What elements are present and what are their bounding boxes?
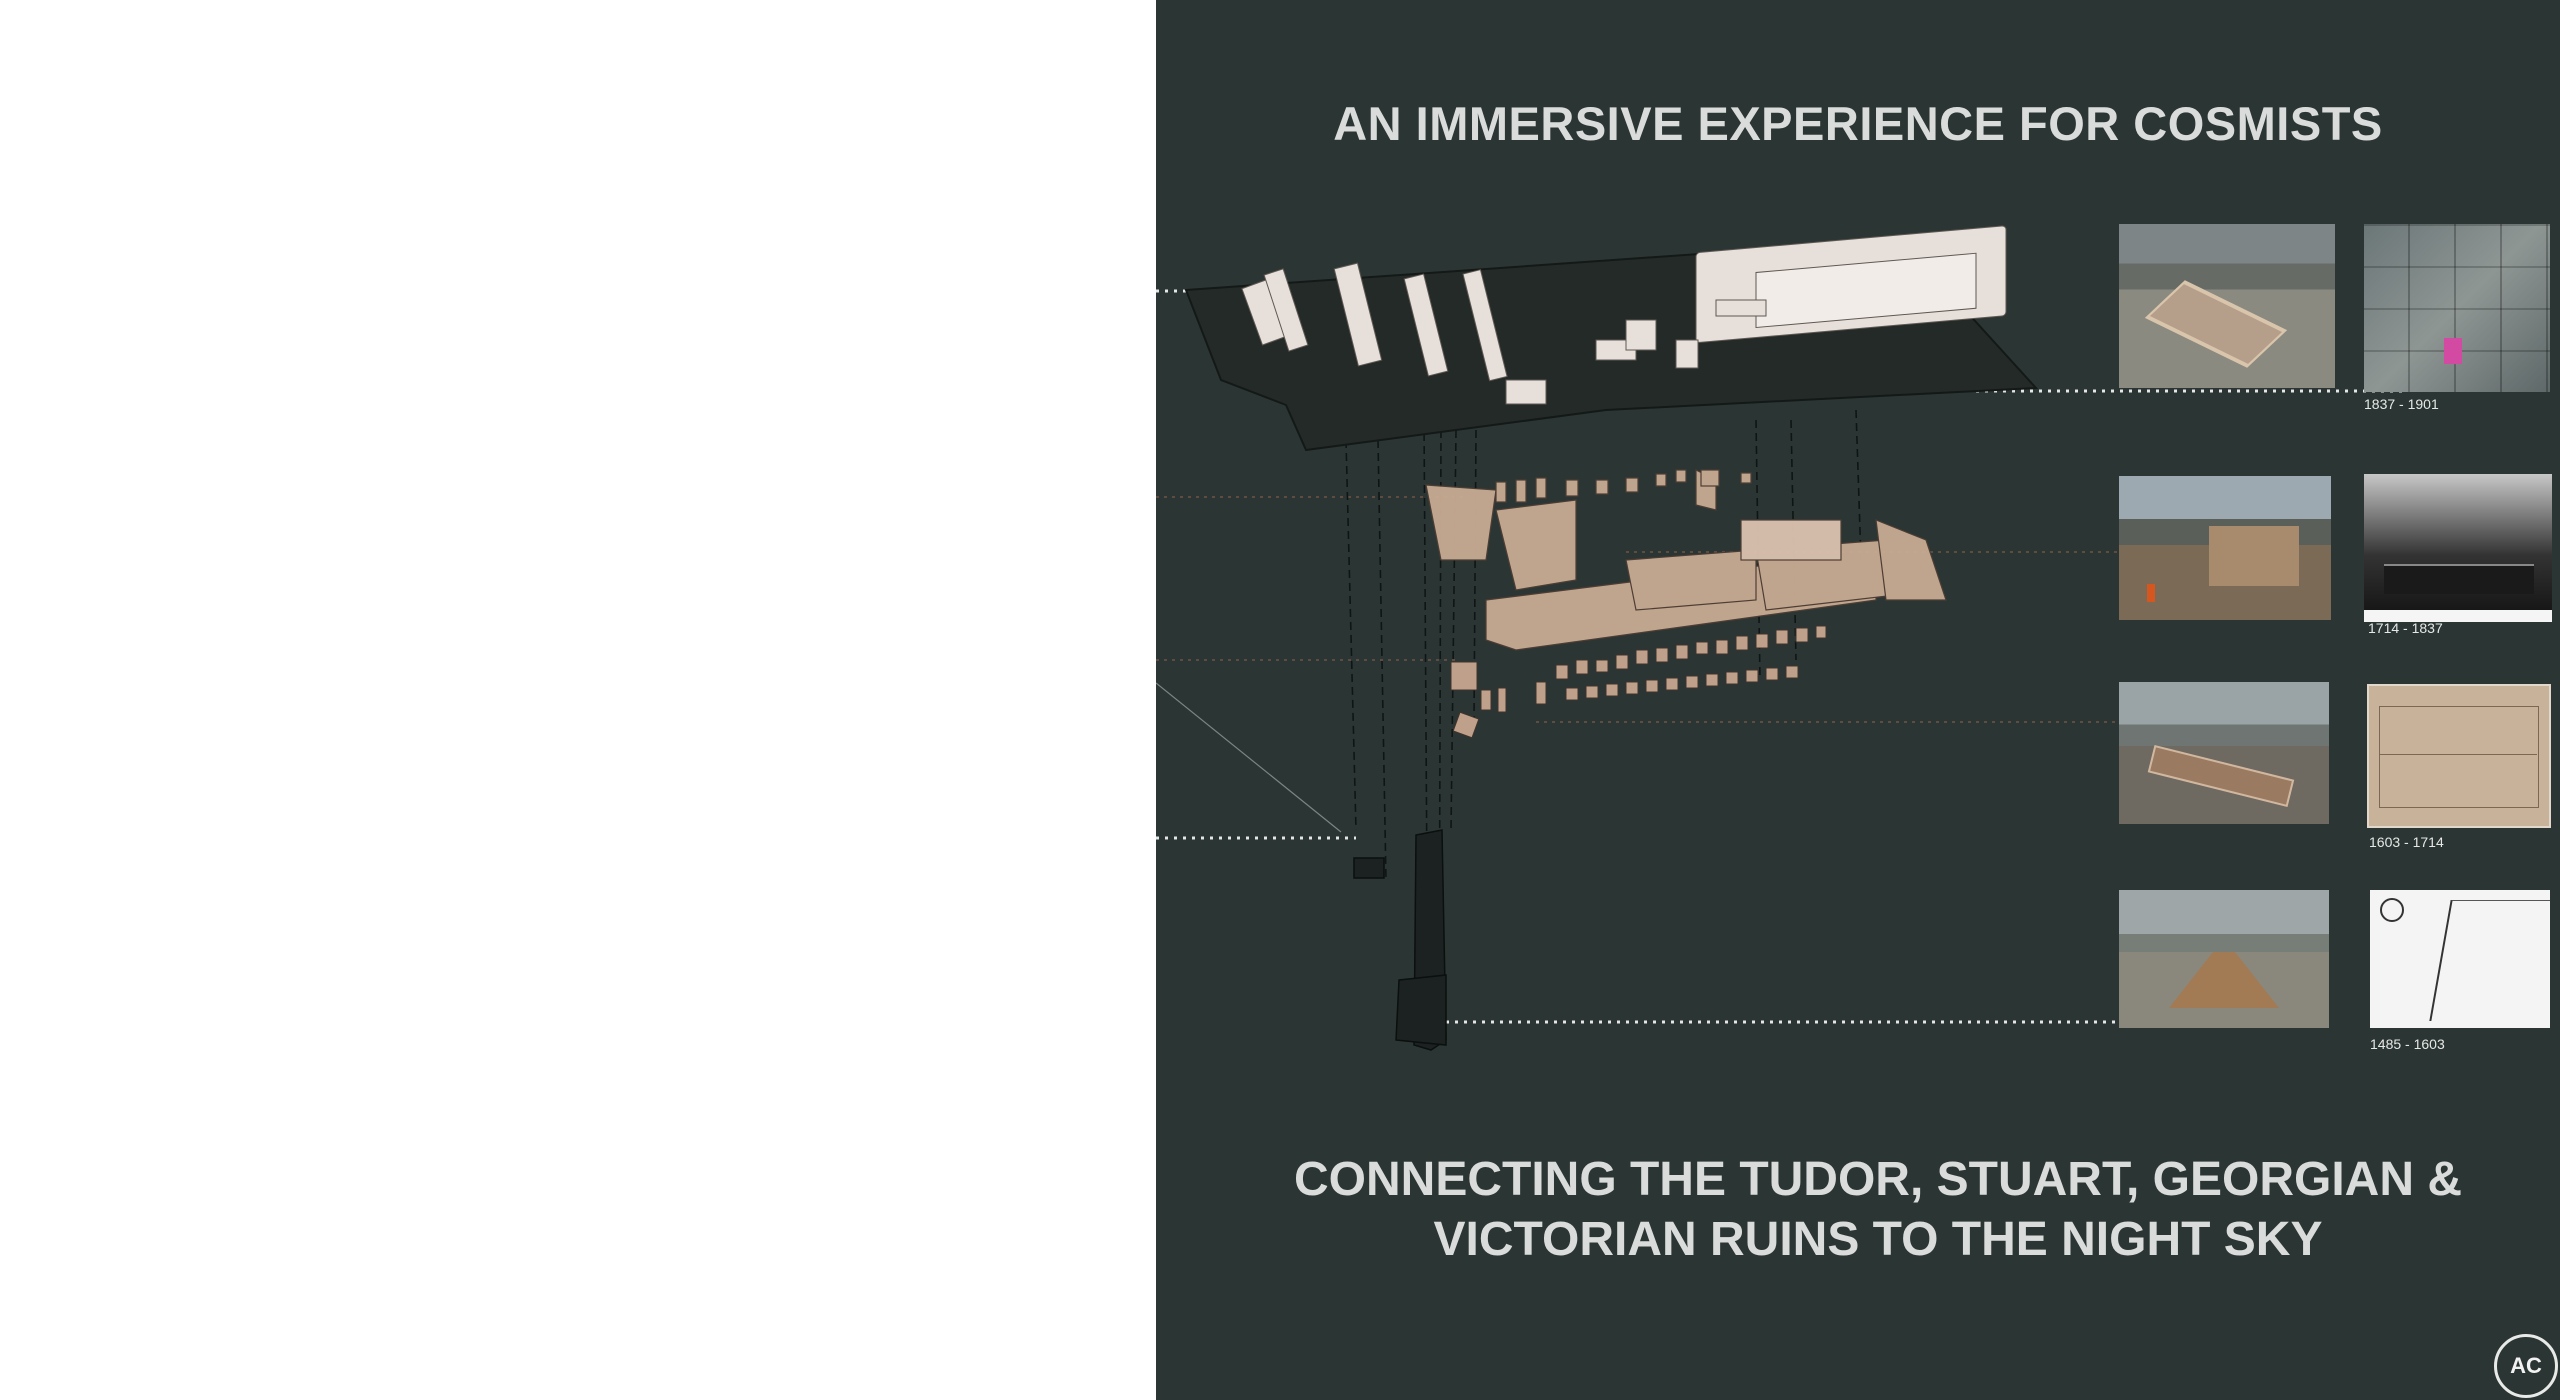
excavation-photo-1485 xyxy=(2119,890,2329,1028)
author-badge: AC xyxy=(2494,1334,2558,1398)
archive-map-1603 xyxy=(2367,684,2551,828)
period-caption-1485: 1485 - 1603 xyxy=(2370,1036,2445,1052)
excavation-photo-1603 xyxy=(2119,682,2329,824)
subtitle-line-1: CONNECTING THE TUDOR, STUART, GEORGIAN & xyxy=(1293,1153,2462,1206)
subtitle: CONNECTING THE TUDOR, STUART, GEORGIAN &… xyxy=(1176,1150,2560,1270)
exploded-axonometric-model xyxy=(1156,225,2406,1051)
presentation-slide: AN IMMERSIVE EXPERIENCE FOR COSMISTS xyxy=(1156,0,2560,1400)
model-layer-stuart xyxy=(1450,625,1827,739)
page-title: AN IMMERSIVE EXPERIENCE FOR COSMISTS xyxy=(1333,97,2383,150)
period-caption-1837: 1837 - 1901 xyxy=(2364,396,2439,412)
period-caption-1603: 1603 - 1714 xyxy=(2369,834,2444,850)
blank-area xyxy=(0,0,1156,1400)
archive-map-1485 xyxy=(2370,890,2550,1028)
excavation-photo-1837 xyxy=(2119,224,2335,388)
period-caption-1714: 1714 - 1837 xyxy=(2368,620,2443,636)
model-layer-tudor xyxy=(1353,829,1447,1051)
model-layer-victorian xyxy=(1184,225,2039,452)
subtitle-line-2: VICTORIAN RUINS TO THE NIGHT SKY xyxy=(1433,1213,2323,1266)
excavation-photo-1714 xyxy=(2119,476,2331,620)
model-layer-georgian xyxy=(1425,469,1947,651)
archive-map-1837 xyxy=(2364,224,2550,392)
archive-engraving-1714 xyxy=(2364,474,2552,622)
